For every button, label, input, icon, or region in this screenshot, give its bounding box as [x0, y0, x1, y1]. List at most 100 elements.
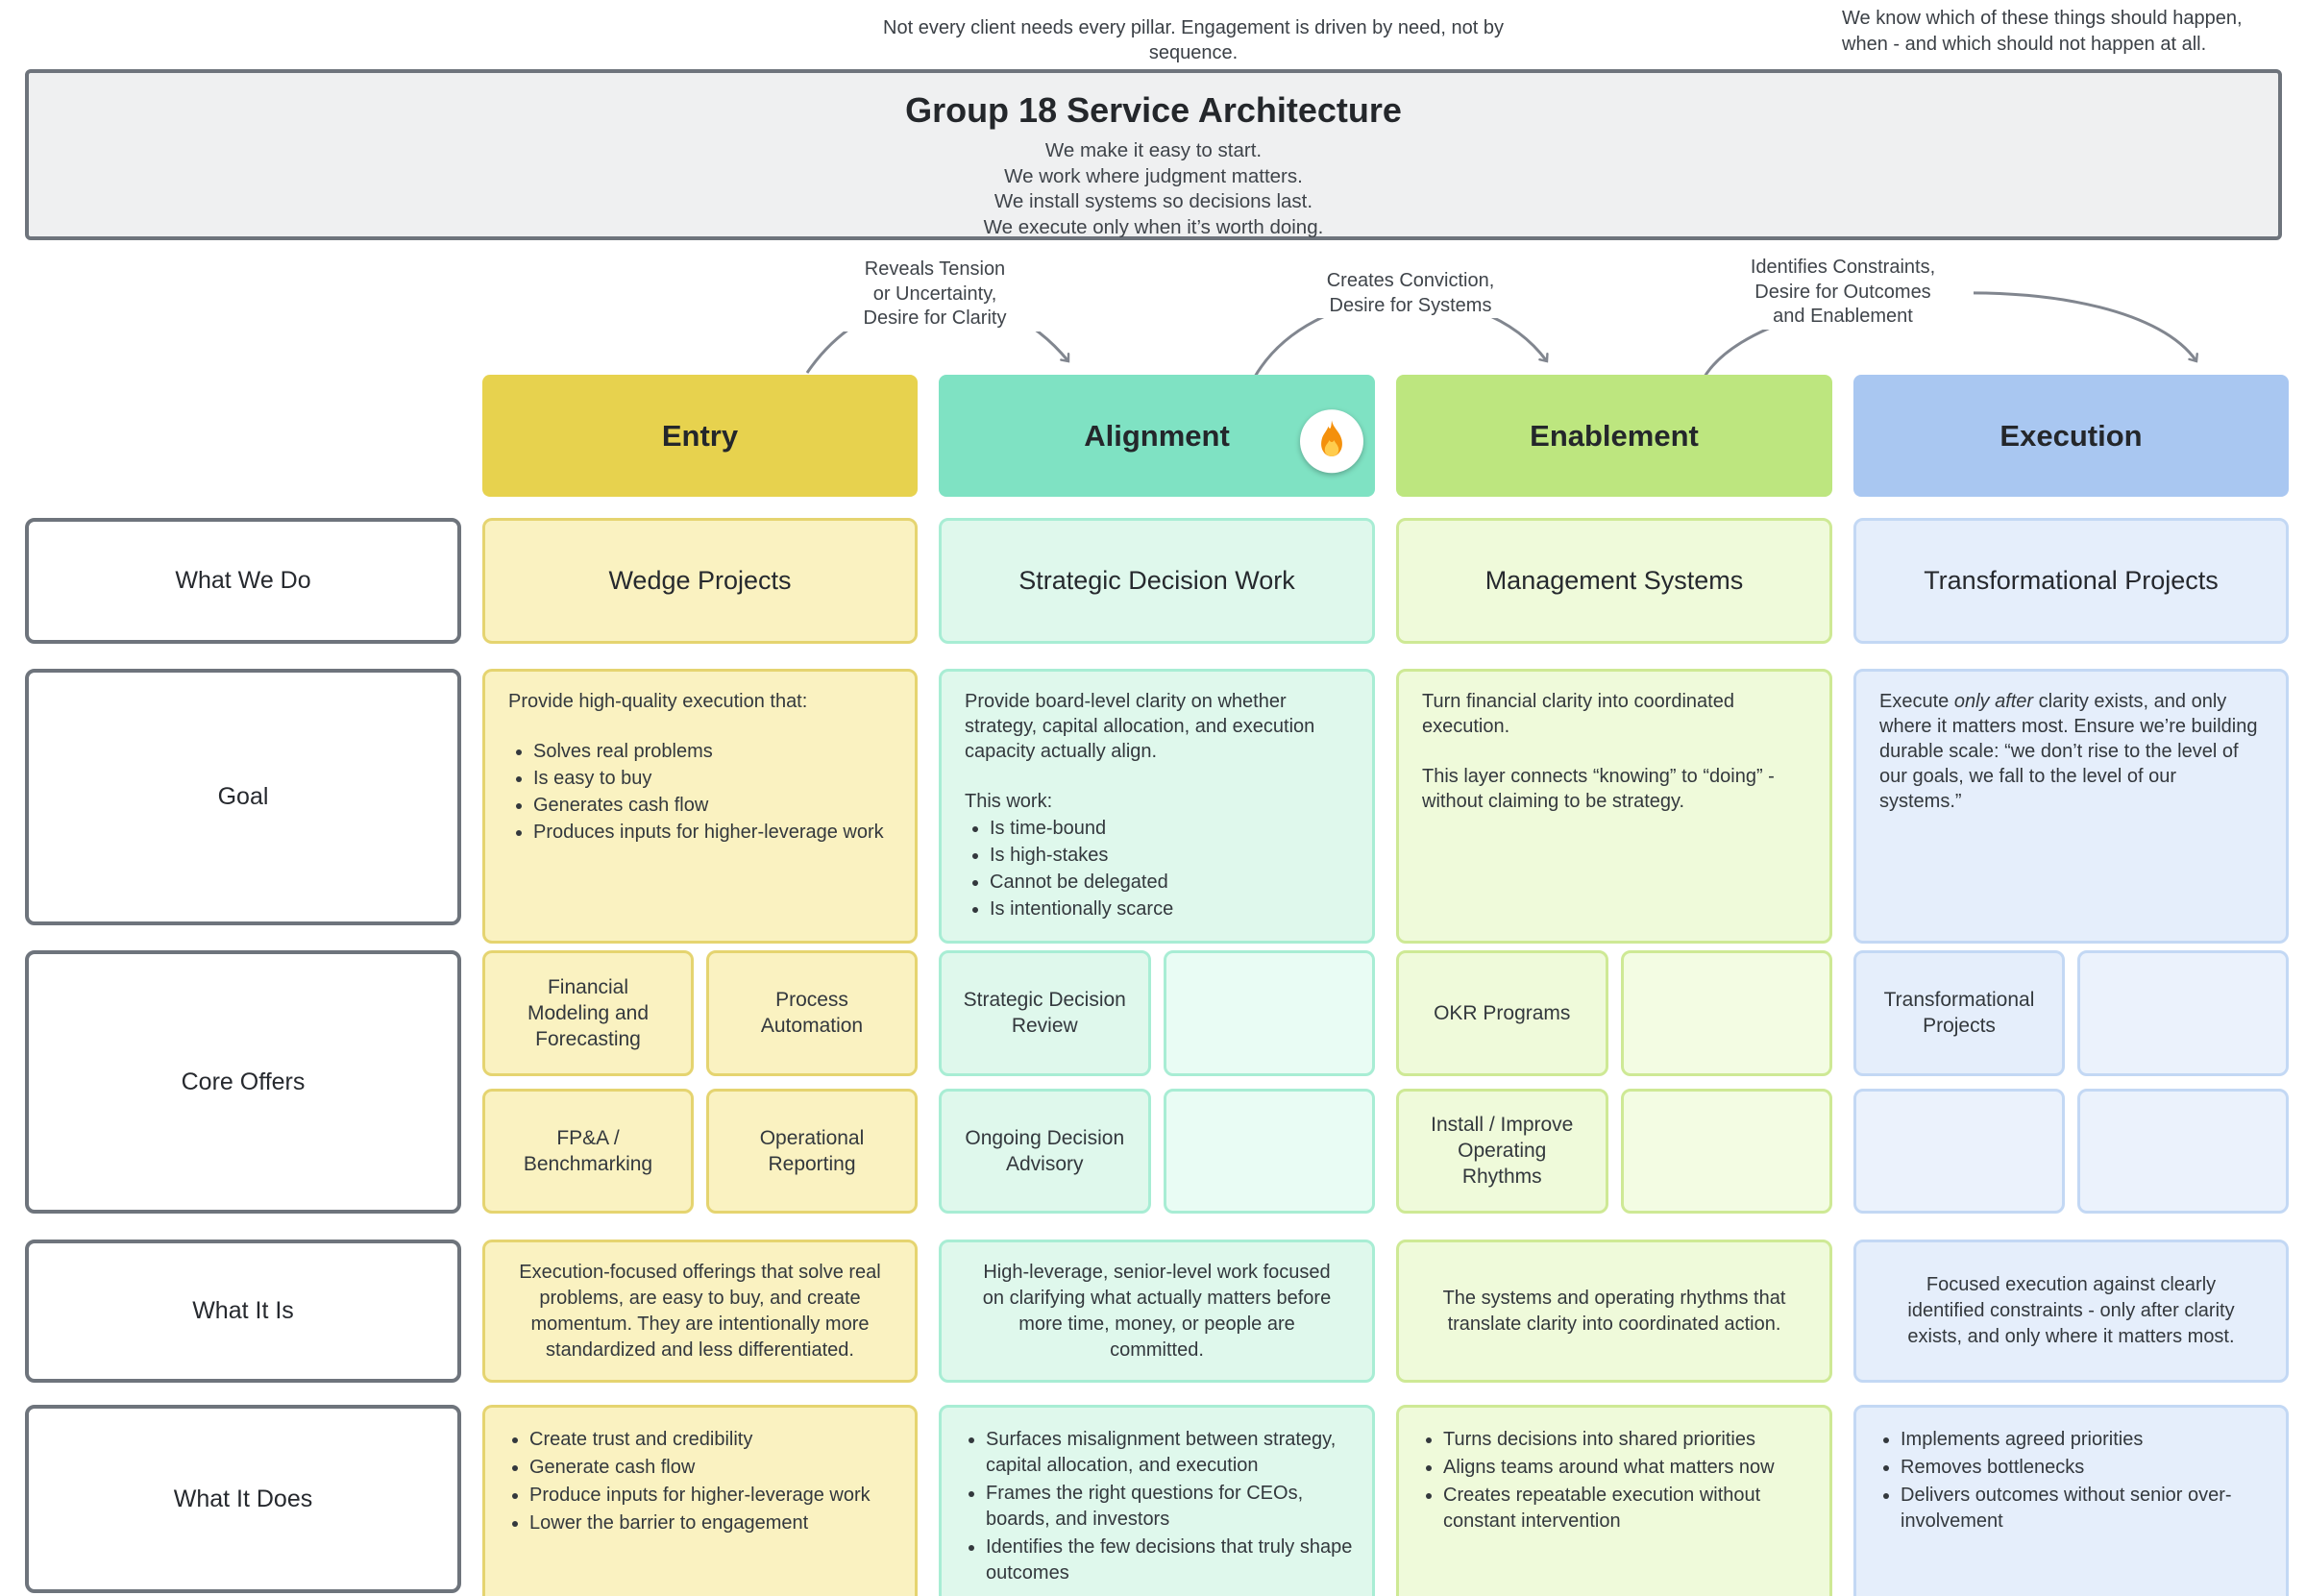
arrow-label-line: Reveals Tension [864, 258, 1006, 280]
arrow-label-creates-conviction: Creates Conviction, Desire for Systems [1280, 269, 1541, 318]
pillar-header-label: Enablement [1530, 418, 1699, 453]
what-it-is-text: High-leverage, senior-level work focused… [982, 1261, 1332, 1361]
offer-tile-empty [2077, 1088, 2289, 1214]
what-we-do-execution: Transformational Projects [1853, 518, 2289, 644]
what-it-does-alignment: Surfaces misalignment between strategy, … [939, 1405, 1375, 1596]
goal-bullet: Solves real problems [533, 739, 892, 764]
offer-tile-empty [1163, 950, 1375, 1076]
offer-tile: FP&A / Benchmarking [482, 1088, 694, 1214]
goal-bullet: Is intentionally scarce [990, 896, 1349, 921]
goal-entry: Provide high-quality execution that: Solv… [482, 669, 918, 944]
goal-bullets: Is time-boundIs high-stakesCannot be del… [965, 816, 1349, 921]
core-offers-row: Core Offers Financial Modeling and Forec… [25, 950, 2289, 1214]
what-it-is-row: What It Is Execution-focused offerings t… [25, 1240, 2289, 1383]
what-it-is-enablement: The systems and operating rhythms that t… [1396, 1240, 1832, 1383]
what-it-does-entry: Create trust and credibilityGenerate cas… [482, 1405, 918, 1596]
what-it-does-enablement: Turns decisions into shared prioritiesAl… [1396, 1405, 1832, 1596]
arrow-label-identifies-constraints: Identifies Constraints, Desire for Outcom… [1712, 256, 1974, 330]
pillar-header-label: Alignment [1084, 418, 1230, 453]
arrow-label-line: Identifies Constraints, [1750, 257, 1936, 278]
tagline: We make it easy to start. [1044, 139, 1263, 161]
offer-tile: Operational Reporting [706, 1088, 918, 1214]
offer-tile-empty [1853, 1088, 2065, 1214]
pillar-header-label: Entry [661, 418, 739, 453]
what-it-is-entry: Execution-focused offerings that solve r… [482, 1240, 918, 1383]
what-it-does-bullets: Create trust and credibilityGenerate cas… [504, 1427, 895, 1536]
what-it-is-alignment: High-leverage, senior-level work focused… [939, 1240, 1375, 1383]
what-it-does-row: What It Does Create trust and credibilit… [25, 1405, 2289, 1596]
title-banner: Group 18 Service Architecture We make it… [25, 69, 2282, 240]
what-it-does-execution: Implements agreed prioritiesRemoves bott… [1853, 1405, 2289, 1596]
tagline: We install systems so decisions last. [994, 190, 1313, 212]
pillar-header-row: Entry Alignment Enablement Execution [482, 375, 2289, 497]
goal-execution: Execute only after clarity exists, and o… [1853, 669, 2289, 944]
top-right-annotation-line: when - and which should not happen at al… [1842, 34, 2207, 55]
goal-paragraph: Turn financial clarity into coordinated … [1422, 691, 1734, 737]
row-label-core-offers: Core Offers [25, 950, 461, 1214]
arrow-label-line: and Enablement [1773, 306, 1913, 327]
goal-enablement: Turn financial clarity into coordinated … [1396, 669, 1832, 944]
what-it-does-bullet: Create trust and credibility [529, 1427, 895, 1453]
tagline: We work where judgment matters. [1004, 164, 1303, 187]
what-it-is-execution: Focused execution against clearly identi… [1853, 1240, 2289, 1383]
offer-tile-empty [2077, 950, 2289, 1076]
what-it-does-bullet: Surfaces misalignment between strategy, … [986, 1427, 1353, 1479]
goal-bullet: Is time-bound [990, 816, 1349, 841]
what-it-does-bullet: Aligns teams around what matters now [1443, 1455, 1810, 1481]
goal-paragraph: Execute only after clarity exists, and o… [1879, 691, 2258, 812]
tagline: We execute only when it’s worth doing. [983, 215, 1324, 238]
pillar-header-alignment: Alignment [939, 375, 1375, 497]
what-it-does-bullet: Produce inputs for higher-leverage work [529, 1483, 895, 1509]
core-offers-execution: Transformational Projects [1853, 950, 2289, 1214]
offer-tile: Transformational Projects [1853, 950, 2065, 1076]
goal-bullet: Is easy to buy [533, 766, 892, 791]
pillar-header-cells: Entry Alignment Enablement Execution [482, 375, 2289, 497]
what-it-is-text: Focused execution against clearly identi… [1907, 1274, 2235, 1347]
what-we-do-alignment: Strategic Decision Work [939, 518, 1375, 644]
what-we-do-enablement: Management Systems [1396, 518, 1832, 644]
offer-tile-empty [1163, 1088, 1375, 1214]
arrow-label-line: Desire for Systems [1329, 294, 1492, 316]
goal-alignment: Provide board-level clarity on whether s… [939, 669, 1375, 944]
pillar-header-entry: Entry [482, 375, 918, 497]
goal-row: Goal Provide high-quality execution that… [25, 669, 2289, 944]
goal-paragraph: This work: [965, 791, 1053, 812]
goal-paragraph: Provide board-level clarity on whether s… [965, 691, 1315, 762]
page-title: Group 18 Service Architecture [905, 90, 1402, 130]
goal-paragraph: This layer connects “knowing” to “doing”… [1422, 766, 1775, 812]
row-label-what-it-is: What It Is [25, 1240, 461, 1383]
what-it-does-bullet: Lower the barrier to engagement [529, 1510, 895, 1536]
offer-tile: Ongoing Decision Advisory [939, 1088, 1151, 1214]
what-it-does-bullets: Surfaces misalignment between strategy, … [961, 1427, 1353, 1586]
arrow-label-line: Creates Conviction, [1326, 270, 1495, 291]
pillar-header-label: Execution [1999, 418, 2143, 453]
row-label-what-it-does: What It Does [25, 1405, 461, 1593]
row-label-what-we-do: What We Do [25, 518, 461, 644]
what-it-does-bullet: Removes bottlenecks [1901, 1455, 2267, 1481]
top-annotation: Not every client needs every pillar. Eng… [883, 17, 1504, 63]
offer-tile: Install / Improve Operating Rhythms [1396, 1088, 1608, 1214]
goal-paragraph: Provide high-quality execution that: [508, 691, 808, 712]
what-it-is-text: Execution-focused offerings that solve r… [519, 1261, 881, 1361]
what-it-is-text: The systems and operating rhythms that t… [1442, 1287, 1786, 1335]
offer-tile: Process Automation [706, 950, 918, 1076]
arrow-label-line: Desire for Outcomes [1754, 281, 1931, 303]
what-it-does-bullet: Creates repeatable execution without con… [1443, 1483, 1810, 1535]
what-it-does-bullets: Implements agreed prioritiesRemoves bott… [1876, 1427, 2267, 1535]
offer-tile-empty [1620, 1088, 1832, 1214]
top-right-annotation-line: We know which of these things should hap… [1842, 8, 2243, 29]
offer-tile-empty [1620, 950, 1832, 1076]
goal-bullets: Solves real problemsIs easy to buyGenera… [508, 739, 892, 845]
pillar-header-enablement: Enablement [1396, 375, 1832, 497]
what-it-does-bullet: Generate cash flow [529, 1455, 895, 1481]
what-we-do-entry: Wedge Projects [482, 518, 918, 644]
fire-emoji-icon [1300, 408, 1363, 473]
offer-tile: Strategic Decision Review [939, 950, 1151, 1076]
pillar-header-execution: Execution [1853, 375, 2289, 497]
row-label-goal: Goal [25, 669, 461, 925]
